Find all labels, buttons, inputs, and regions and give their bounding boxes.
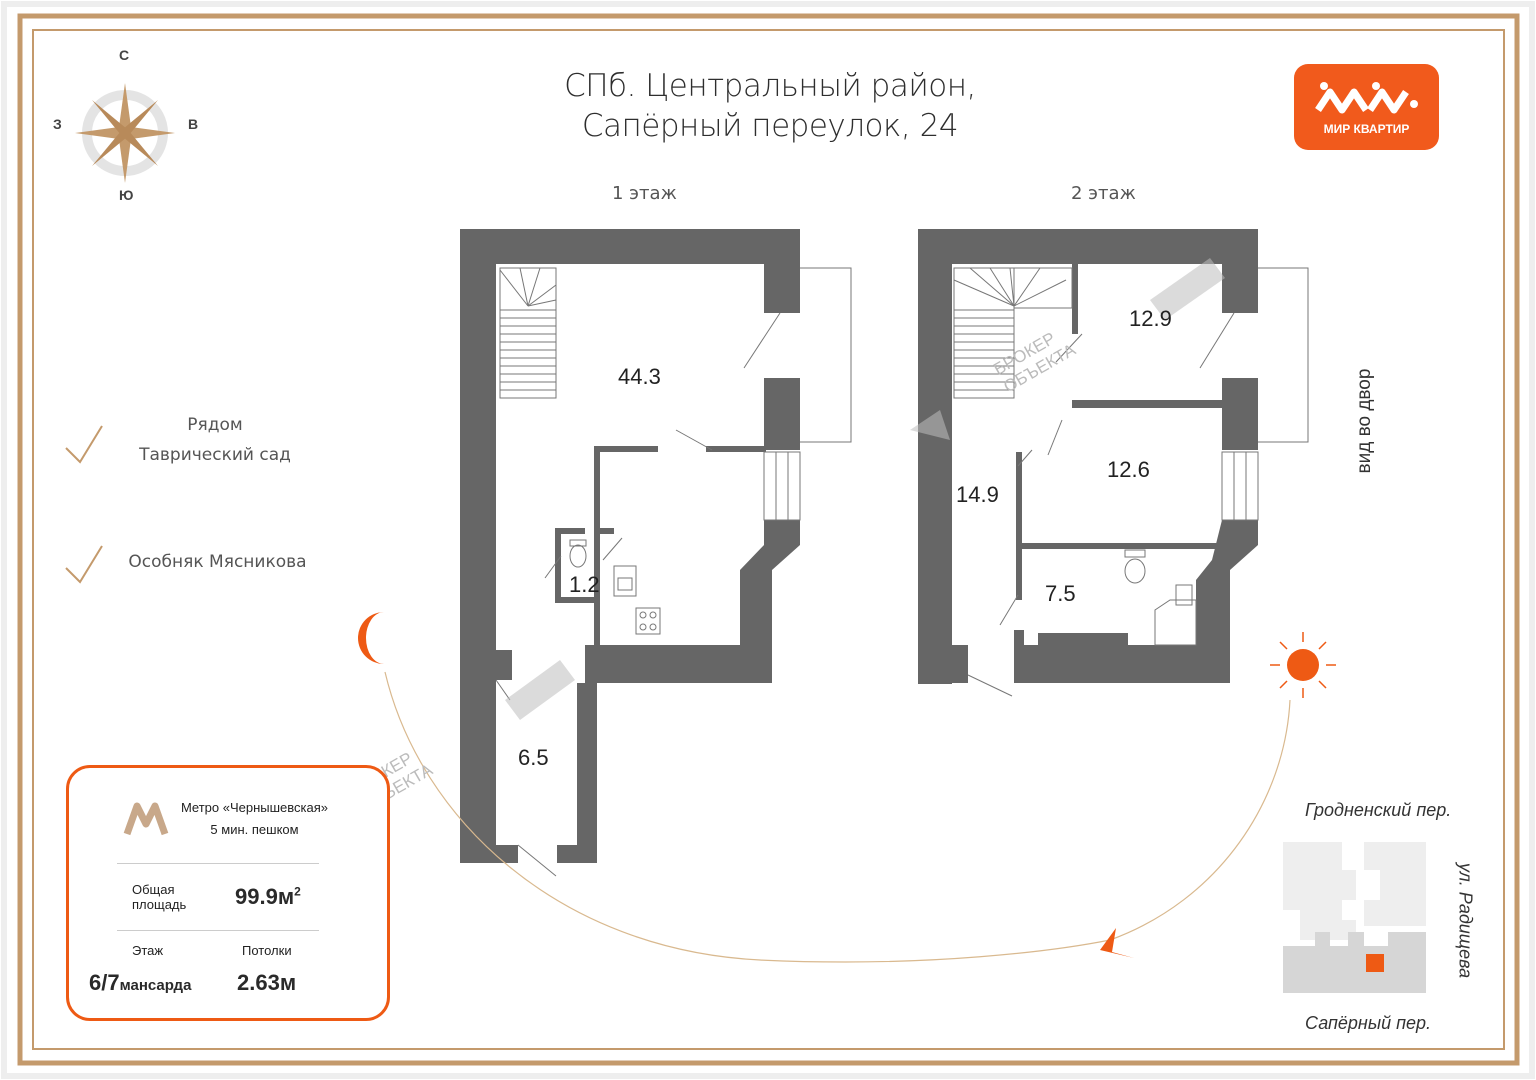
area-label-line1: Общая: [132, 882, 175, 897]
compass-south: Ю: [119, 187, 134, 203]
view-label: вид во двор: [1354, 368, 1375, 474]
floor-plan-2: [918, 229, 1258, 684]
room-area-12-9: 12.9: [1129, 306, 1172, 331]
street-bottom: Сапёрный пер.: [1305, 1013, 1432, 1033]
room-area-6-5: 6.5: [518, 745, 549, 770]
floor-value: 6/7мансарда: [89, 970, 192, 995]
compass-north: С: [119, 47, 130, 63]
check-icon: [65, 545, 103, 584]
floor-plan-1: [460, 229, 800, 863]
page-title-line2: Сапёрный переулок, 24: [581, 108, 959, 144]
floor-label: Этаж: [132, 943, 164, 958]
ceiling-value: 2.63м: [237, 970, 297, 995]
divider: [117, 863, 319, 864]
watermark-logo-icon: [505, 258, 1225, 720]
floor-label-1: 1 этаж: [612, 183, 677, 204]
sun-path-line: [384, 671, 1291, 963]
mir-kvartir-logo-icon: [1315, 82, 1418, 114]
room-area-1-2: 1.2: [569, 572, 600, 597]
sun-icon: [1270, 632, 1336, 698]
location-map-graphic: [1283, 842, 1426, 993]
ceiling-label: Потолки: [242, 943, 292, 958]
floor-plan-2-details: [953, 267, 1309, 697]
metro-icon: [123, 802, 169, 836]
metro-walk: 5 мин. пешком: [210, 822, 299, 837]
area-label-line2: площадь: [132, 897, 187, 912]
street-top: Гродненский пер.: [1305, 800, 1452, 820]
page-title-line1: СПб. Центральный район,: [564, 68, 976, 104]
divider: [117, 930, 319, 931]
metro-name: Метро «Чернышевская»: [180, 800, 329, 815]
nearby-item-osobnyak: Особняк Мясникова: [128, 552, 307, 572]
area-value: 99.9м2: [235, 884, 301, 909]
room-area-12-6: 12.6: [1107, 457, 1150, 482]
compass-west: З: [53, 116, 62, 132]
compass-east: В: [188, 116, 199, 132]
brand-logo: МИР КВАРТИР: [1294, 64, 1439, 150]
room-area-44-3: 44.3: [618, 364, 661, 389]
moon-icon: [358, 612, 384, 664]
floor-plan-1-details: [495, 267, 852, 877]
room-area-14-9: 14.9: [956, 482, 999, 507]
compass-rose-icon: [75, 83, 175, 183]
street-right: ул. Радищева: [1455, 862, 1476, 979]
brand-logo-text: МИР КВАРТИР: [1323, 122, 1410, 136]
check-icon: [65, 425, 103, 464]
sun-path-arrow-icon: [1100, 928, 1134, 958]
info-card: Метро «Чернышевская» 5 мин. пешком Общая…: [66, 765, 390, 1021]
room-area-7-5: 7.5: [1045, 581, 1076, 606]
nearby-item-tavrichesky: Рядом Таврический сад: [139, 415, 291, 465]
floor-label-2: 2 этаж: [1071, 183, 1136, 204]
